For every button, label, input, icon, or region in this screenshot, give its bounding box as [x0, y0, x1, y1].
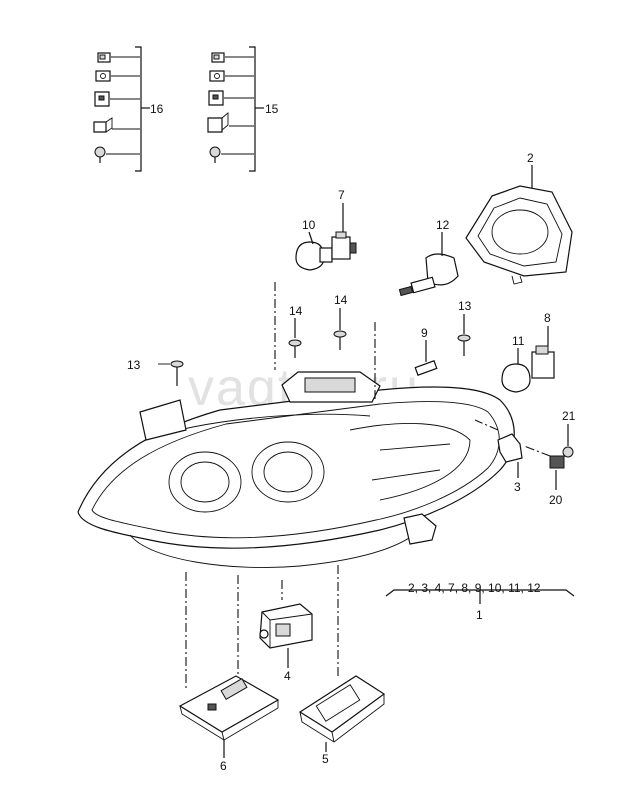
bracket-part-3	[497, 433, 523, 478]
fastener-kit-16	[93, 46, 150, 172]
callout-4: 4	[284, 669, 291, 683]
screw-part-14-left	[288, 318, 302, 358]
screw-part-14-right	[333, 308, 347, 350]
bulb-socket-part-7	[331, 203, 357, 260]
clip-part-20	[549, 455, 565, 490]
callout-20: 20	[549, 493, 563, 507]
callout-12: 12	[436, 218, 450, 232]
screw-part-13-right	[457, 314, 471, 356]
callout-9: 9	[421, 326, 428, 340]
callout-10: 10	[302, 218, 316, 232]
bulb-part-10	[295, 231, 333, 271]
headlight-housing	[77, 371, 515, 568]
callout-11: 11	[512, 334, 525, 348]
callout-3: 3	[514, 480, 521, 494]
assembly-group-includes: 2, 3, 4, 7, 8, 9, 10, 11, 12	[408, 581, 541, 595]
ballast-part-5	[298, 675, 386, 752]
assembly-group-1: 2, 3, 4, 7, 8, 9, 10, 11, 12	[385, 581, 575, 604]
callout-5: 5	[322, 752, 329, 766]
screw-part-21	[562, 424, 574, 458]
callout-16: 16	[150, 102, 164, 116]
bulb-socket-part-8	[531, 326, 555, 379]
callout-7: 7	[338, 188, 345, 202]
bulb-part-12	[398, 232, 459, 297]
callout-13-left: 13	[127, 358, 141, 372]
callout-14-right: 14	[334, 293, 348, 307]
igniter-part-4	[259, 603, 313, 668]
assembly-line	[474, 419, 499, 431]
fastener-kit-15	[207, 46, 264, 172]
callout-6: 6	[220, 759, 227, 773]
screw-part-13-left	[158, 360, 184, 386]
callout-21: 21	[562, 409, 576, 423]
assembly-line	[523, 445, 551, 457]
headlight-cap-part-2	[465, 165, 573, 285]
callout-15: 15	[265, 102, 279, 116]
bulb-part-11	[501, 348, 531, 393]
callout-13-right: 13	[458, 299, 472, 313]
callout-2: 2	[527, 151, 534, 165]
callout-14-left: 14	[289, 304, 303, 318]
callout-8: 8	[544, 311, 551, 325]
part-callouts: 16 15 2 7 10 12 14 14 13 9 8 11 13 21 3 …	[127, 102, 576, 773]
bulb-part-9	[414, 340, 438, 376]
control-module-part-6	[178, 675, 280, 758]
callout-1: 1	[476, 608, 483, 622]
